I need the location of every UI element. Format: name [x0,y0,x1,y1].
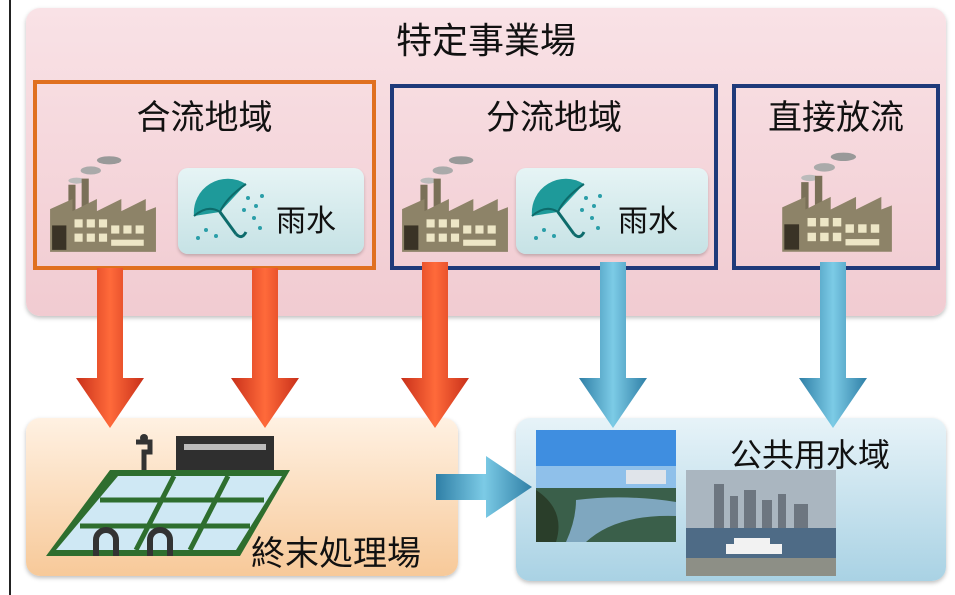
sewer-arrow [231,268,299,428]
treatment-plant-icon [46,434,290,556]
rainwater-label: 雨水 [276,204,336,239]
separate-area-box [390,84,718,270]
facility-title: 特定事業場 [395,21,576,62]
rainwater-label: 雨水 [618,204,678,239]
effluent-arrow [436,456,532,518]
sewer-arrow [76,268,144,428]
river-photo [536,430,676,542]
left-border-line [9,0,11,595]
combined-area-box [33,80,376,270]
harbor-photo [686,470,836,576]
treatment-plant-label: 終末処理場 [251,534,421,574]
separate-area-label: 分流地域 [486,98,622,138]
discharge-arrow [579,262,647,428]
combined-area-label: 合流地域 [136,98,273,138]
discharge-arrow [799,262,867,428]
facility-panel [26,8,946,316]
direct-discharge-label: 直接放流 [768,98,904,138]
public-water-label: 公共用水域 [730,436,891,474]
sewer-arrow [401,262,469,428]
